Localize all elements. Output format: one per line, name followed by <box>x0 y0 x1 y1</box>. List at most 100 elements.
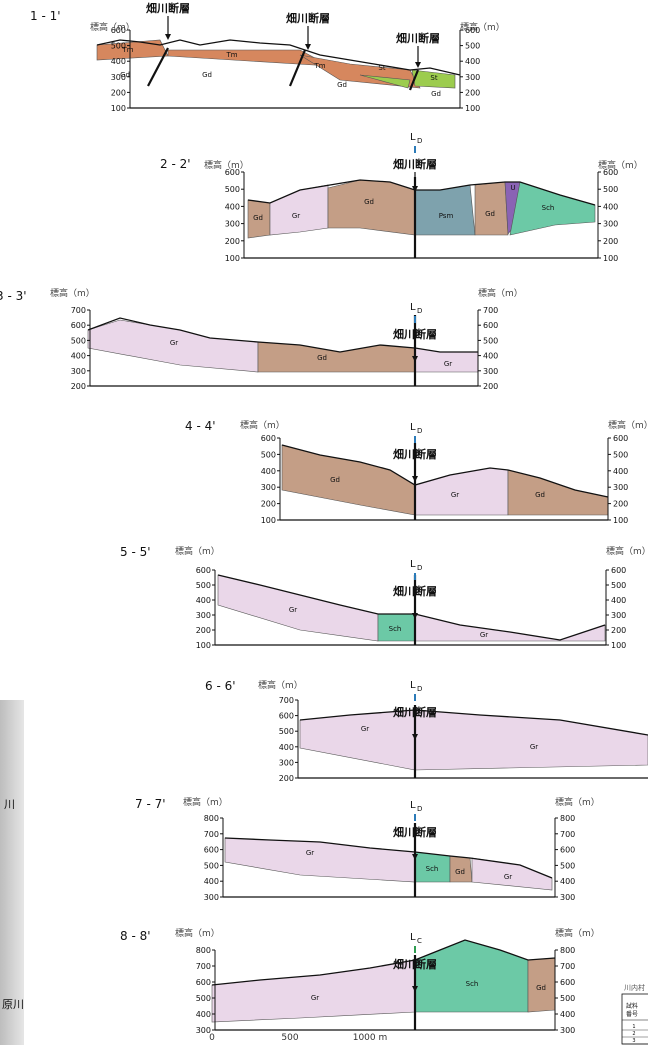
unit-label: Sch <box>389 625 402 633</box>
unit-gr <box>224 837 416 883</box>
fault-name-label: 畑川断層 <box>393 957 437 971</box>
tick-label: 100 <box>465 104 480 113</box>
fault-name-label: 畑川断層 <box>393 825 437 839</box>
tick-label: 200 <box>111 88 126 97</box>
marker-letter: L <box>410 559 416 570</box>
tick-label: 400 <box>560 1010 575 1019</box>
unit-label: Gr <box>292 212 300 220</box>
unit-st <box>359 74 411 89</box>
tick-label: 200 <box>261 500 276 509</box>
tick-label: 700 <box>560 830 575 839</box>
unit-label: Gr <box>311 994 319 1002</box>
marker-subscript: D <box>417 307 422 315</box>
tick-label: 500 <box>196 581 211 590</box>
topography-line <box>281 444 609 498</box>
arrowhead <box>305 44 311 50</box>
unit-label: Gd <box>536 984 546 992</box>
tick-label: 500 <box>279 727 294 736</box>
tick-label: 200 <box>483 382 498 391</box>
tick-label: 100 <box>225 254 240 263</box>
axis-unit-label: 標高（m） <box>183 796 228 808</box>
unit-label: Gd <box>364 198 374 206</box>
marker-letter: L <box>410 422 416 433</box>
tick-label: 500 <box>483 336 498 345</box>
cross-section-5: GrSchGr600500400300200100標高（m）6005004003… <box>120 545 648 650</box>
tick-label: 600 <box>261 434 276 443</box>
tick-label: 400 <box>261 467 276 476</box>
section-label: 3 - 3' <box>0 289 27 303</box>
section-label: 2 - 2' <box>160 157 191 171</box>
marker-subscript: D <box>417 805 422 813</box>
marker-subscript: D <box>417 137 422 145</box>
tick-label: 500 <box>603 185 618 194</box>
tick-label: 100 <box>261 516 276 525</box>
tick-label: 100 <box>613 516 628 525</box>
marker-subscript: C <box>417 937 422 945</box>
tick-label: 400 <box>603 202 618 211</box>
tick-label: 200 <box>71 382 86 391</box>
unit-label: Sch <box>542 204 555 212</box>
tick-label: 500 <box>71 336 86 345</box>
tick-label: 500 <box>613 450 628 459</box>
axis-unit-label: 標高（m） <box>175 545 220 557</box>
tick-label: 300 <box>603 220 618 229</box>
unit-label: Gd <box>202 71 212 79</box>
arrowhead <box>415 62 421 68</box>
map-label: 川 <box>4 798 15 811</box>
unit-gd <box>327 179 416 236</box>
unit-label: Gr <box>306 849 314 857</box>
topography-line <box>217 574 606 641</box>
tick-label: 600 <box>111 26 126 35</box>
tick-label: 300 <box>196 611 211 620</box>
tick-label: 600 <box>611 566 626 575</box>
unit-label: Sch <box>466 980 479 988</box>
tick-label: 200 <box>611 626 626 635</box>
table-title: 川内村 <box>624 983 645 992</box>
tick-label: 400 <box>196 1010 211 1019</box>
unit-gr <box>414 613 606 642</box>
section-label: 6 - 6' <box>205 679 236 693</box>
axis-unit-label: 標高（m） <box>204 159 249 171</box>
axis-unit-label: 標高（m） <box>175 927 220 939</box>
table-cell: 2 <box>632 1031 635 1037</box>
topography-line <box>211 939 556 986</box>
tick-label: 500 <box>560 994 575 1003</box>
tick-label: 500 <box>465 42 480 51</box>
fault-name-label: 畑川断層 <box>393 447 437 461</box>
unit-label: Gd <box>337 81 347 89</box>
tick-label: 200 <box>279 774 294 783</box>
arrowhead <box>412 476 418 482</box>
tick-label: 800 <box>560 946 575 955</box>
tick-label: 700 <box>279 696 294 705</box>
tick-label: 700 <box>560 962 575 971</box>
tick-label: 500 <box>111 42 126 51</box>
unit-label: St <box>378 64 385 72</box>
axis-unit-label: 標高（m） <box>555 927 600 939</box>
tick-label: 700 <box>204 830 219 839</box>
unit-label: Gr <box>504 873 512 881</box>
tick-label: 300 <box>196 1026 211 1035</box>
unit-label: Gd <box>535 491 545 499</box>
marker-subscript: D <box>417 564 422 572</box>
arrowhead <box>412 186 418 192</box>
axis-unit-label: 標高（m） <box>606 545 648 557</box>
tick-label: 400 <box>483 352 498 361</box>
tick-label: 700 <box>196 962 211 971</box>
fault-name-label: 畑川断層 <box>286 11 330 25</box>
tick-label: 500 <box>560 861 575 870</box>
tick-label: 500 <box>261 450 276 459</box>
tick-label: 400 <box>196 596 211 605</box>
map-label: 原川 <box>2 998 24 1011</box>
arrowhead <box>412 986 418 992</box>
tick-label: 800 <box>196 946 211 955</box>
tick-label: 600 <box>196 978 211 987</box>
fault-line <box>288 49 307 87</box>
unit-label: U <box>510 184 515 192</box>
tick-label: 400 <box>465 57 480 66</box>
axis-unit-label: 標高（m） <box>608 419 648 431</box>
unit-gd <box>507 469 609 516</box>
tick-label: 300 <box>483 367 498 376</box>
unit-gr <box>299 709 416 771</box>
tick-label: 600 <box>279 712 294 721</box>
